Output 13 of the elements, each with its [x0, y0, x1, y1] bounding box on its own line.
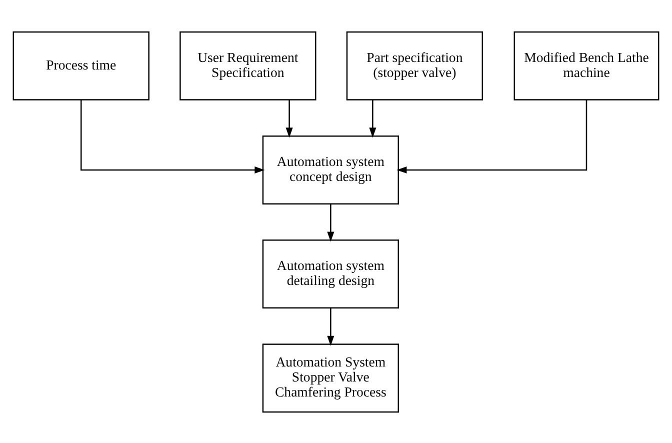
- node-box: Automation System Stopper Valve Chamfering Process: [262, 343, 400, 412]
- arrow: [80, 99, 265, 173]
- node-box: Modified Bench Lathe machine: [514, 30, 660, 100]
- node-box: Automation system concept design: [262, 134, 400, 204]
- node-box: Part specification (stopper valve): [346, 30, 484, 100]
- arrow: [369, 99, 376, 138]
- arrow: [396, 99, 588, 173]
- node-box: User Requirement Specification: [180, 30, 316, 100]
- node-box: Automation system detailing design: [262, 239, 400, 308]
- arrow: [286, 99, 293, 138]
- arrow: [327, 204, 334, 242]
- node-box: Process time: [12, 30, 150, 100]
- arrow: [327, 308, 334, 346]
